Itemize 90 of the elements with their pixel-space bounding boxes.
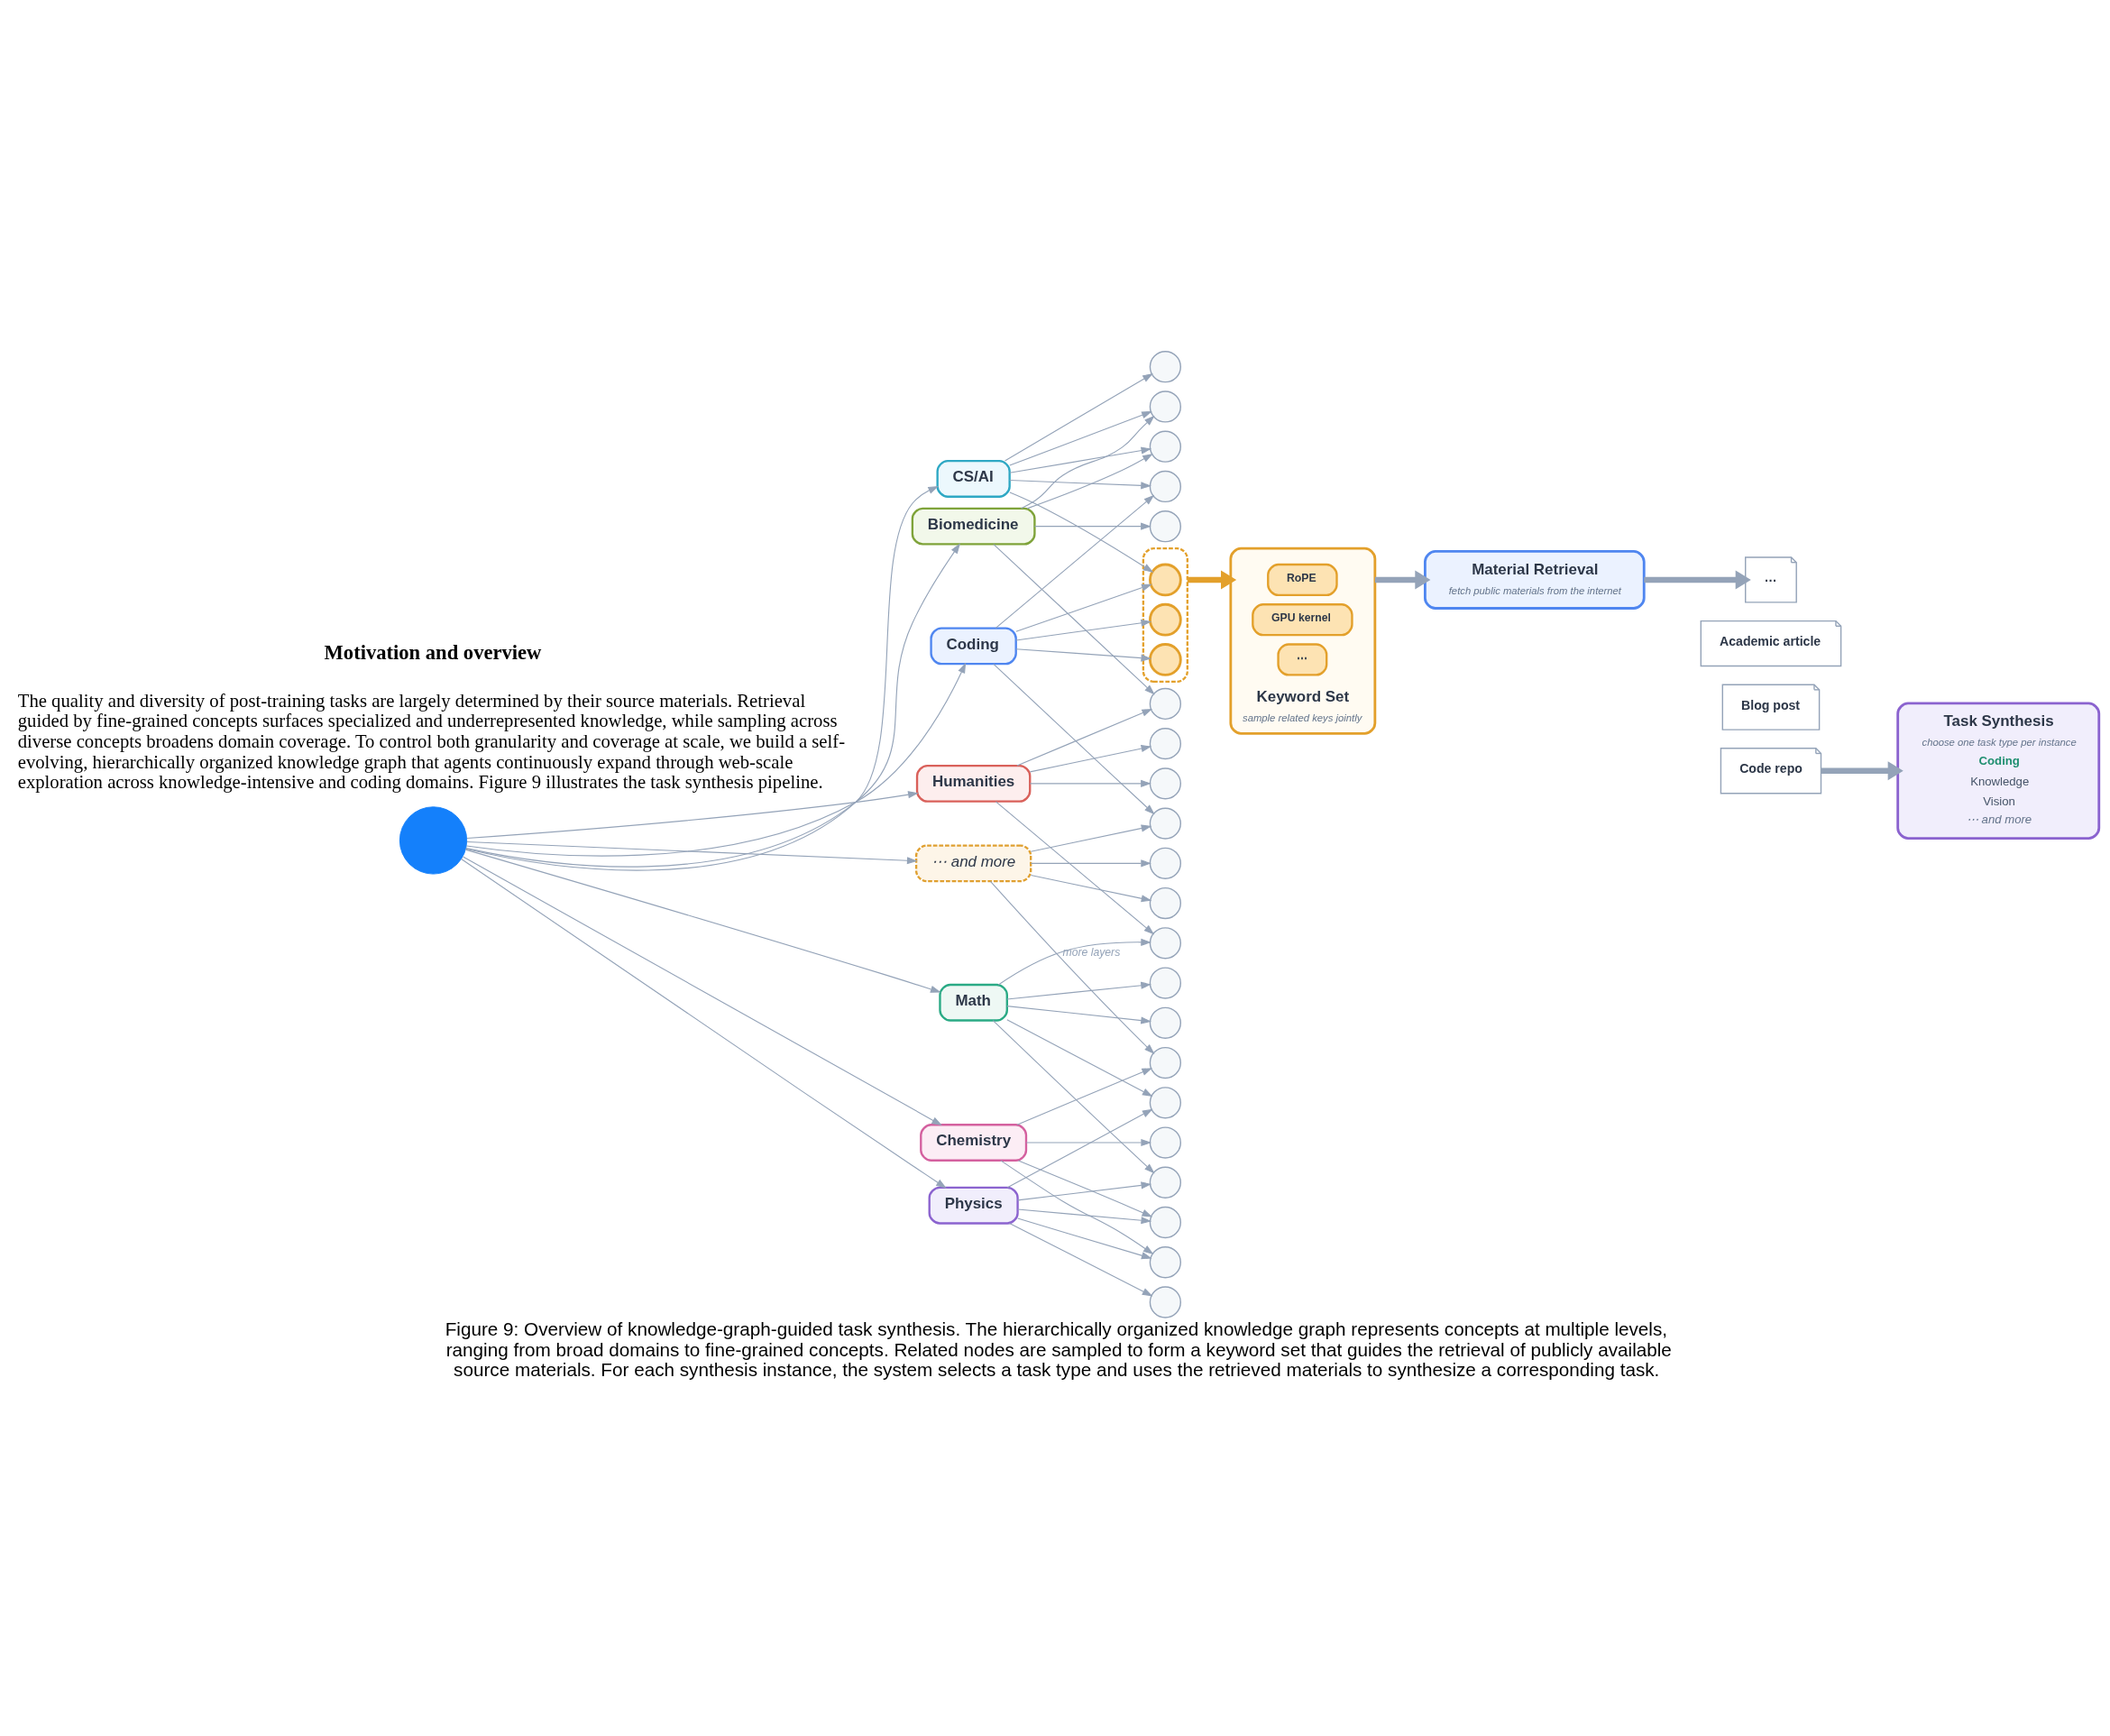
arrow — [992, 1019, 1155, 1173]
arrow — [465, 485, 940, 871]
arrow — [1009, 446, 1152, 473]
node-box: ⋯ and more — [914, 843, 1032, 882]
arrow — [465, 662, 967, 857]
node-circle — [1149, 1125, 1181, 1159]
node-circle — [1149, 1206, 1181, 1238]
node-box: CS/AI — [936, 459, 1011, 498]
node-box: RoPE — [1267, 563, 1338, 596]
label: Motivation and overview — [324, 640, 542, 664]
arrow — [1821, 760, 1904, 780]
caption: Figure 9: Overview of knowledge-graph-guided task synthesis. The hierarchically organized knowledge graph represents concepts at multiple levels, ranging from broad domains to fine-grained concepts. Related nodes are sampled to form a keyword set that guides the retrieval of publicly available source materials. For each synthesis instance, the system selects a task type and uses the retrieved materials to synthesize a corresponding task. — [445, 1318, 1672, 1380]
arrow — [1009, 410, 1152, 466]
arrow — [1030, 874, 1152, 902]
edge-label: more layers — [1062, 945, 1121, 959]
arrow — [464, 849, 941, 993]
arrow — [1008, 1222, 1153, 1296]
arrow — [995, 494, 1155, 629]
arrow — [1017, 1217, 1152, 1259]
node-circle — [1149, 1006, 1181, 1039]
arrow — [1034, 522, 1151, 530]
node-box: Chemistry — [920, 1123, 1028, 1162]
arrow — [1006, 1108, 1153, 1188]
node-box: Coding — [930, 626, 1017, 665]
arrow — [1000, 1159, 1154, 1254]
arrow — [1016, 708, 1153, 767]
arrow — [989, 880, 1155, 1054]
arrow — [1015, 648, 1152, 662]
arrow — [1017, 1159, 1153, 1217]
node-circle — [1149, 886, 1181, 919]
arrow — [993, 543, 1155, 694]
arrow — [1021, 415, 1155, 509]
arrow — [1025, 1138, 1152, 1146]
node-box: ⋯ — [1277, 642, 1328, 676]
node-box: Physics — [928, 1186, 1019, 1225]
node-circle — [399, 805, 468, 875]
node-box: Material Retrieval fetch public materials from the internet — [1424, 549, 1646, 610]
node-circle — [1149, 687, 1181, 720]
node-circle — [1149, 430, 1181, 463]
arrow — [993, 663, 1155, 814]
label: The quality and diversity of post-training tasks are largely determined by their source materials. Retrieval guided by fine-grained concepts surfaces specialized and underrepresented knowledge, while sampling across diverse concepts broadens domain coverage. To control both granularity and coverage at scale, we build a self-evolving, hierarchically organized knowledge graph that agents continuously expand through web-scale exploration across knowledge-intensive and coding domains. Figure 9 illustrates the task synthesis pipeline. — [17, 690, 846, 792]
arrow — [1644, 569, 1751, 589]
node-circle — [1149, 563, 1182, 596]
node-circle — [1149, 727, 1181, 759]
arrow — [1017, 1208, 1152, 1224]
node-circle — [1149, 390, 1181, 423]
arrow — [465, 542, 960, 867]
node-circle — [1149, 350, 1181, 382]
arrow — [466, 790, 919, 839]
arrow — [461, 858, 947, 1189]
node-circle — [1149, 510, 1181, 542]
arrow — [1006, 1018, 1153, 1097]
node-circle — [1149, 1046, 1181, 1079]
node-circle — [1149, 642, 1182, 676]
node-circle — [1149, 470, 1181, 502]
arrow — [1006, 1005, 1151, 1024]
arrow — [1004, 372, 1153, 462]
arrow — [1026, 453, 1153, 509]
arrow — [1015, 619, 1152, 641]
node-box: Humanities — [915, 764, 1032, 803]
node-circle — [1149, 926, 1181, 959]
node-box: GPU kernel — [1252, 602, 1353, 636]
arrow — [995, 800, 1155, 934]
arrow — [466, 840, 918, 864]
node-box: Task Synthesis choose one task type per instance Coding Knowledge Vision ⋯ and more — [1896, 702, 2101, 840]
node-circle — [1149, 966, 1181, 999]
arrow — [1006, 981, 1151, 1000]
arrow — [1374, 569, 1431, 589]
arrow — [1009, 491, 1154, 573]
arrow — [463, 855, 942, 1125]
arrow — [1187, 569, 1237, 589]
node-circle — [1149, 1086, 1181, 1118]
arrow — [1009, 479, 1151, 489]
arrow — [1029, 779, 1151, 787]
arrow — [1016, 1067, 1153, 1125]
node-circle — [1149, 1245, 1181, 1278]
node-circle — [1149, 847, 1181, 879]
arrow — [1030, 823, 1152, 852]
arrow — [1030, 859, 1151, 867]
arrow — [1015, 583, 1152, 632]
node-circle — [1149, 767, 1181, 800]
node-box: Biomedicine — [911, 507, 1036, 546]
arrow — [997, 938, 1151, 985]
arrow — [1029, 744, 1152, 772]
node-box: Math — [939, 983, 1008, 1022]
node-circle — [1149, 1285, 1181, 1318]
node-circle — [1149, 1166, 1181, 1199]
arrow — [1017, 1180, 1152, 1200]
node-circle — [1149, 602, 1182, 637]
node-circle — [1149, 806, 1181, 840]
